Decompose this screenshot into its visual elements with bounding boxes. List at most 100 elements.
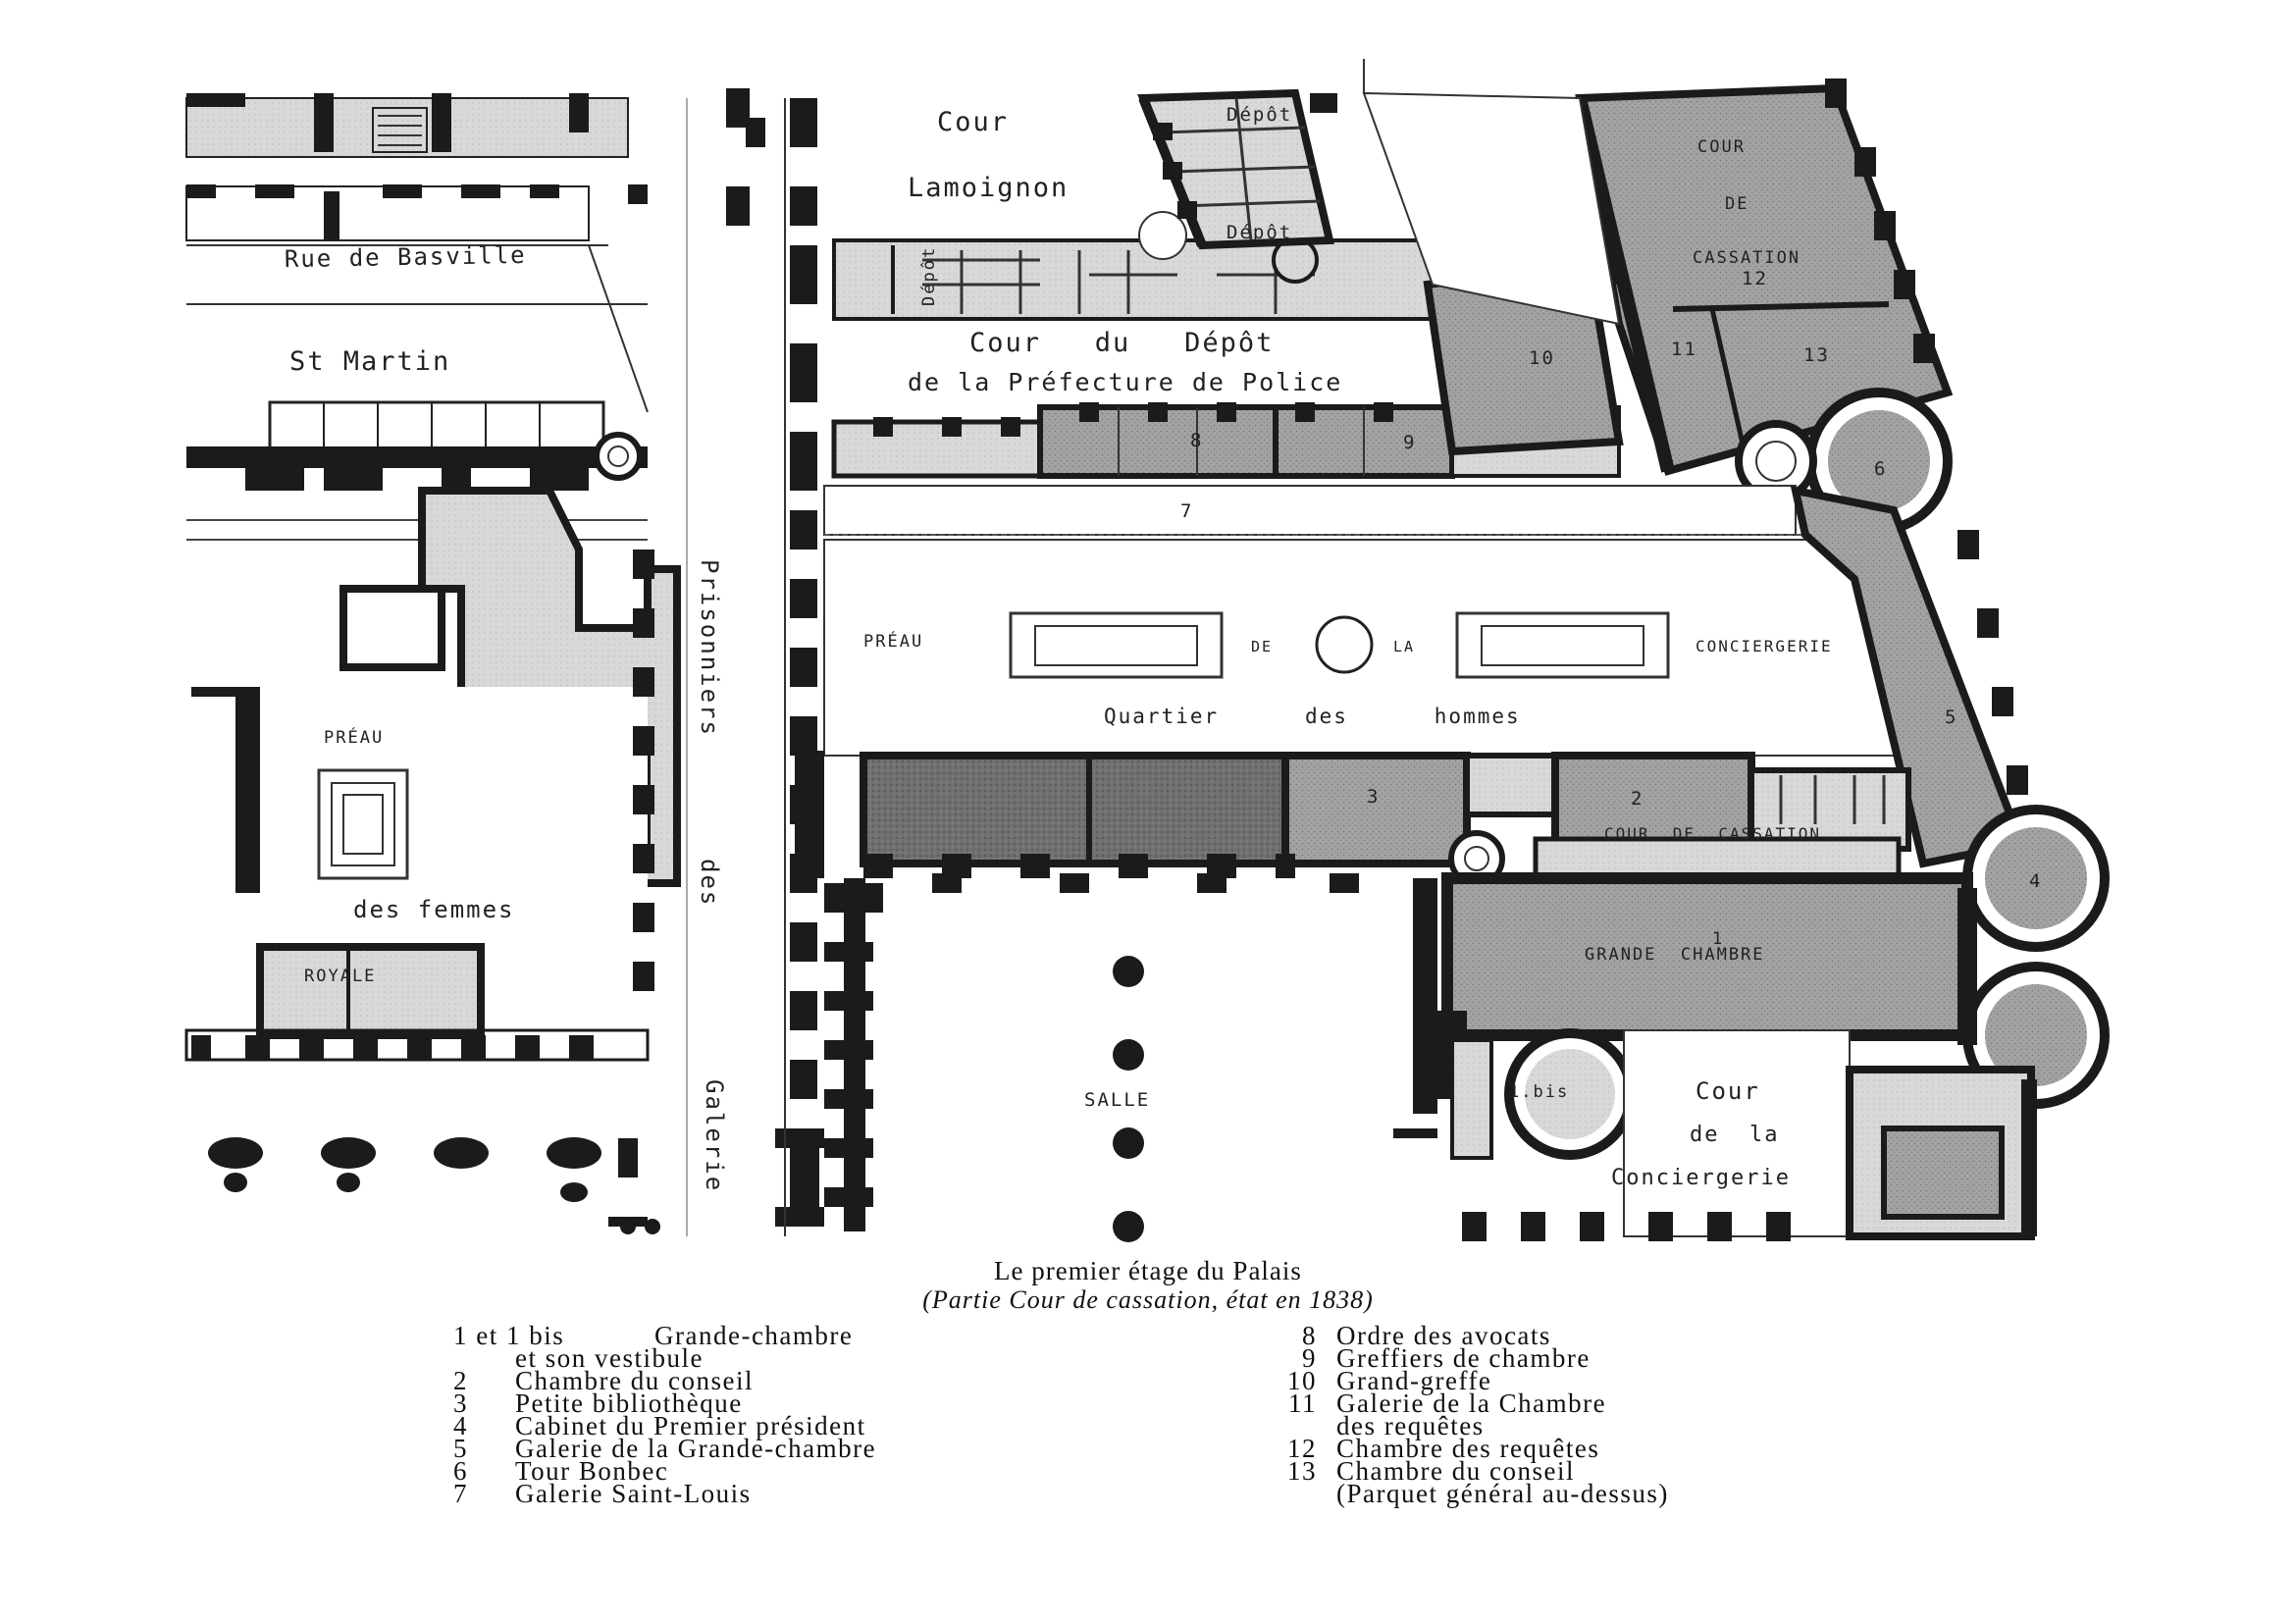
legend-text: Chambre du conseil	[1336, 1456, 1575, 1486]
label-cour-cassation-2: DE	[1725, 194, 1748, 214]
label-galerie-vertical: Galerie	[701, 1079, 728, 1192]
legend-right: 8 Ordre des avocats 9 Greffiers de chambre…	[1266, 1321, 1953, 1508]
label-preau-femmes: PRÉAU	[324, 726, 384, 748]
legend-text: Petite bibliothèque	[515, 1388, 743, 1418]
label-preau-hommes-4: CONCIERGERIE	[1696, 637, 1833, 655]
legend-item: des requêtes	[1266, 1411, 1953, 1440]
preau-conciergerie	[823, 539, 1895, 757]
label-preau-hommes-1: PRÉAU	[863, 630, 923, 652]
label-preau-hommes-3: LA	[1393, 638, 1415, 655]
label-room-8: 8	[1190, 430, 1203, 451]
caption-subtitle: (Partie Cour de cassation, état en 1838)	[922, 1285, 1374, 1314]
label-cour-conciergerie-1: Cour	[1696, 1077, 1760, 1105]
legend-item: 8 Ordre des avocats	[1266, 1321, 1953, 1350]
legend-text: Chambre du conseil	[515, 1366, 754, 1395]
legend-text: des requêtes	[1336, 1411, 1485, 1440]
legend-item: (Parquet général au-dessus)	[1266, 1479, 1953, 1508]
label-room-3: 3	[1367, 786, 1380, 808]
legend-item: 9 Greffiers de chambre	[1266, 1343, 1953, 1373]
legend-text: Greffiers de chambre	[1336, 1343, 1591, 1373]
label-des-vertical: des	[696, 859, 723, 907]
label-room-13: 13	[1803, 344, 1830, 366]
label-room-1: 1	[1712, 929, 1724, 949]
legend-text: Ordre des avocats	[1336, 1321, 1551, 1350]
label-st-martin: St Martin	[289, 346, 450, 377]
legend-text: (Parquet général au-dessus)	[1336, 1479, 1669, 1508]
legend-number: 11	[1288, 1388, 1317, 1418]
legend-number: 12	[1287, 1434, 1317, 1463]
label-cour-lamoignon-2: Lamoignon	[908, 173, 1069, 203]
label-room-12: 12	[1742, 268, 1768, 289]
legend-text: Galerie de la Grande-chambre	[515, 1434, 877, 1463]
legend-text: Grande-chambre	[654, 1321, 854, 1350]
label-room-4: 4	[2029, 870, 2042, 892]
legend-text: Galerie Saint-Louis	[515, 1479, 752, 1508]
left-block	[184, 93, 681, 1234]
legend-item: 3 Petite bibliothèque	[453, 1388, 1199, 1418]
label-quartier-hommes: Quartier des hommes	[1104, 705, 1521, 728]
label-room-7: 7	[1180, 500, 1193, 522]
galerie-des-prisonniers	[686, 88, 834, 1236]
label-royale: ROYALE	[304, 967, 376, 986]
legend-text: Cabinet du Premier président	[515, 1411, 866, 1440]
label-room-5: 5	[1945, 707, 1957, 728]
legend-number: 5	[453, 1434, 468, 1463]
legend-text: Grand-greffe	[1336, 1366, 1492, 1395]
label-salle: SALLE	[1084, 1089, 1150, 1111]
legend-number: 4	[453, 1411, 468, 1440]
label-cour-lamoignon-1: Cour	[937, 107, 1009, 137]
legend-number: 8	[1302, 1321, 1317, 1350]
legend-text: Galerie de la Chambre	[1336, 1388, 1607, 1418]
label-room-6: 6	[1874, 458, 1887, 480]
legend-item: 5 Galerie de la Grande-chambre	[453, 1434, 1199, 1463]
label-room-2: 2	[1631, 788, 1644, 810]
legend-number: 1 et 1 bis	[453, 1321, 565, 1350]
label-room-10: 10	[1529, 347, 1555, 369]
legend-left: 1 et 1 bis Grande-chambre et son vestibul…	[453, 1321, 1199, 1508]
legend-number: 2	[453, 1366, 468, 1395]
legend-text: Tour Bonbec	[515, 1456, 669, 1486]
legend-text: et son vestibule	[515, 1343, 704, 1373]
label-cour-depot-1: Cour du Dépôt	[969, 328, 1274, 358]
galerie-saint-louis	[823, 485, 1805, 543]
floor-plan: Cour Lamoignon Dépôt Dépôt Dépôt Rue de …	[184, 59, 2110, 1242]
legend-number: 6	[453, 1456, 468, 1486]
legend-number: 9	[1302, 1343, 1317, 1373]
label-cour-cassation-1: COUR	[1697, 137, 1746, 157]
legend-item: 7 Galerie Saint-Louis	[453, 1479, 1199, 1508]
legend-number: 3	[453, 1388, 468, 1418]
label-grande-chambre: GRANDE CHAMBRE	[1585, 945, 1765, 965]
plan-labels: Cour Lamoignon Dépôt Dépôt Dépôt Rue de …	[285, 104, 2042, 1192]
legend-item: 1 et 1 bis Grande-chambre	[453, 1321, 1199, 1350]
label-prisonniers: Prisonniers	[696, 559, 723, 737]
label-cour-conciergerie-3: Conciergerie	[1611, 1166, 1791, 1190]
label-des-femmes: des femmes	[353, 896, 515, 923]
salle	[824, 873, 1437, 1242]
legend-item: 2 Chambre du conseil	[453, 1366, 1199, 1395]
legend-number: 13	[1287, 1456, 1317, 1486]
cour-de-cassation-block	[1362, 59, 1954, 535]
legend-item: 13 Chambre du conseil	[1266, 1456, 1953, 1486]
legend-item: et son vestibule	[453, 1343, 1199, 1373]
label-rue-basville: Rue de Basville	[285, 241, 527, 273]
label-cour-conciergerie-2: de la	[1690, 1123, 1779, 1147]
label-preau-hommes-2: DE	[1251, 638, 1273, 655]
label-room-11: 11	[1671, 339, 1697, 360]
legend-item: 6 Tour Bonbec	[453, 1456, 1199, 1486]
legend-item: 4 Cabinet du Premier président	[453, 1411, 1199, 1440]
legend-item: 10 Grand-greffe	[1266, 1366, 1953, 1395]
label-room-1bis: 1.bis	[1509, 1082, 1569, 1102]
legend-number: 7	[453, 1479, 468, 1508]
legend-text: Chambre des requêtes	[1336, 1434, 1600, 1463]
rooms-row	[795, 751, 1911, 887]
caption-title: Le premier étage du Palais	[994, 1256, 1302, 1285]
legend-number: 10	[1287, 1366, 1317, 1395]
label-room-9: 9	[1403, 432, 1416, 453]
legend-item: 12 Chambre des requêtes	[1266, 1434, 1953, 1463]
legend-item: 11 Galerie de la Chambre	[1266, 1388, 1953, 1418]
label-depot-vertical: Dépôt	[919, 246, 939, 306]
label-depot-mid: Dépôt	[1226, 222, 1292, 243]
label-cour-cassation-3: CASSATION	[1693, 248, 1800, 268]
label-depot-top: Dépôt	[1226, 104, 1292, 126]
label-cour-cassation-small: COUR DE CASSATION	[1604, 824, 1821, 843]
